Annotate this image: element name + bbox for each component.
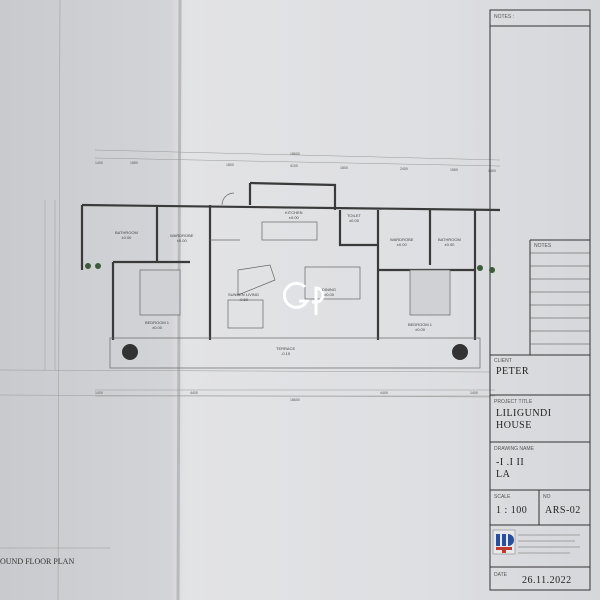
- drawing-name-label: DRAWING NAME: [494, 446, 534, 452]
- drawing-no: ARS-02: [545, 505, 581, 516]
- sheet-title: OUND FLOOR PLAN: [0, 557, 75, 566]
- dim-top: 4100: [290, 164, 298, 168]
- project-title-label: PROJECT TITLE: [494, 399, 533, 405]
- dim-bottom: 1400: [95, 391, 103, 395]
- dim-bottom: 4400: [190, 391, 198, 395]
- outline: [109, 192, 481, 369]
- drawing-no-label: NO: [543, 494, 551, 500]
- date-label: DATE: [494, 572, 507, 578]
- room-wardrobe-right: WARDROBE±0.00: [390, 237, 414, 247]
- drawing-name-line2: LA: [496, 469, 511, 480]
- dim-top: 1400: [488, 169, 496, 173]
- room-dining: DINING±0.00: [322, 287, 336, 297]
- room-bedroom-right: BEDROOM 1±0.00: [408, 322, 433, 332]
- tree-icons: [122, 344, 468, 360]
- dim-top: 1800: [340, 166, 348, 170]
- room-terrace: TERRACE-0.15: [276, 346, 296, 356]
- dim-overall-bottom: 18600: [290, 398, 300, 402]
- plant-icons: [85, 263, 495, 273]
- dim-bottom: 4400: [380, 391, 388, 395]
- dim-top: 1400: [95, 161, 103, 165]
- room-bedroom-left: BEDROOM 1±0.00: [145, 320, 170, 330]
- walls: [80, 181, 501, 340]
- dim-top: 1550: [450, 168, 458, 172]
- company-text-lines: [518, 534, 580, 554]
- notes-label-2: NOTES: [534, 243, 552, 249]
- dim-bottom: 1400: [470, 391, 478, 395]
- dim-overall-top: 18600: [290, 152, 300, 156]
- room-sunken-living: SUNKEN LIVING-0.60: [228, 292, 259, 302]
- drawing-name-line1: -I .I II: [496, 457, 525, 468]
- dim-top: 1800: [226, 163, 234, 167]
- room-bathroom-left: BATHROOM±0.00: [115, 230, 138, 240]
- client-name: PETER: [496, 366, 530, 377]
- dim-top: 2400: [400, 167, 408, 171]
- project-title-line2: HOUSE: [496, 420, 532, 431]
- dim-top: 1550: [130, 161, 138, 165]
- scale-value: 1 : 100: [496, 505, 528, 516]
- room-bathroom-right: BATHROOM±0.00: [438, 237, 461, 247]
- frame-lines: [0, 0, 501, 600]
- notes-label: NOTES :: [494, 14, 515, 20]
- notes-lines: [530, 252, 590, 345]
- room-wardrobe-left: WARDROBE±0.00: [170, 233, 194, 243]
- room-toilet: TOILET±0.00: [347, 213, 361, 223]
- room-kitchen: KITCHEN±0.00: [285, 210, 303, 220]
- company-logo: [492, 529, 516, 555]
- title-block-frame: [489, 9, 591, 591]
- project-title-line1: LILIGUNDI: [496, 408, 552, 419]
- client-label: CLIENT: [494, 358, 512, 364]
- gp-watermark-logo: [282, 281, 325, 315]
- date-value: 26.11.2022: [522, 575, 572, 586]
- scale-label: SCALE: [494, 494, 511, 500]
